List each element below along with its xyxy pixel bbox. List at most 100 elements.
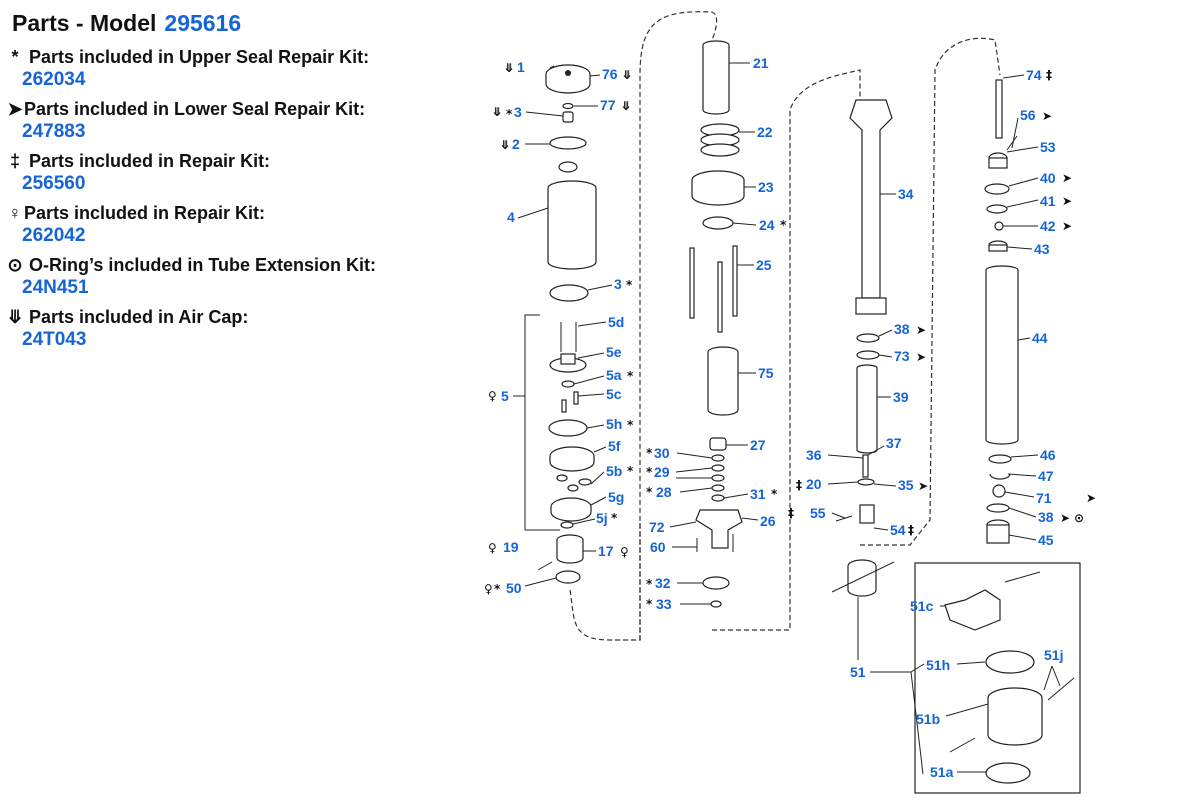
oring-73-part xyxy=(856,350,880,360)
svg-text:➤: ➤ xyxy=(1060,511,1070,525)
callout-label: 51 xyxy=(850,664,866,680)
svg-text:♀: ♀ xyxy=(488,389,497,403)
arrowhead-icon: ➤ xyxy=(7,99,23,119)
callout-label: 50 xyxy=(506,580,522,596)
callout-label: 3 xyxy=(514,104,522,120)
valve-part xyxy=(562,111,574,123)
callout-label: 56 xyxy=(1020,107,1036,123)
callout-label: 17 xyxy=(598,543,614,559)
oring-2-part xyxy=(549,136,587,150)
rod-36-part xyxy=(862,454,869,478)
rod-end-54-part xyxy=(859,504,875,524)
callout-label: 46 xyxy=(1040,447,1056,463)
callout-label: 28 xyxy=(656,484,672,500)
sleeve-75-part xyxy=(707,346,739,416)
pins-5c-part xyxy=(561,391,579,413)
svg-text:*: * xyxy=(627,464,634,478)
callout-label: 60 xyxy=(650,539,666,555)
female-symbol-icon: ♀ xyxy=(8,203,22,223)
plate-5g-part xyxy=(550,497,592,522)
double-dagger-icon: ‡ xyxy=(9,151,20,171)
seal-51h-part xyxy=(985,650,1035,674)
cylinder-4-part xyxy=(547,180,597,270)
svg-text:*: * xyxy=(611,511,618,525)
pin-19-part xyxy=(537,561,553,571)
svg-text:*: * xyxy=(627,369,634,383)
callout-label: 40 xyxy=(1040,170,1056,186)
svg-text:*: * xyxy=(626,278,633,292)
svg-text:*: * xyxy=(646,597,653,611)
svg-text:➤: ➤ xyxy=(916,323,926,337)
svg-text:➤: ➤ xyxy=(1062,219,1072,233)
clip-47-part xyxy=(989,473,1011,480)
washer-33-part xyxy=(710,600,722,608)
kit-number: 24T043 xyxy=(22,329,87,350)
kit-number: 262042 xyxy=(22,225,86,246)
small-oring-part xyxy=(562,102,574,110)
callout-label: 27 xyxy=(750,437,766,453)
callout-label: 4 xyxy=(507,209,515,225)
svg-text:⤋: ⤋ xyxy=(500,138,510,152)
callout-label: 51j xyxy=(1044,647,1063,663)
callout-label: 5c xyxy=(606,386,622,402)
double-down-arrow-icon: ⤋ xyxy=(7,307,23,327)
svg-text:*: * xyxy=(646,485,653,499)
svg-text:*: * xyxy=(646,465,653,479)
callout-label: 74 xyxy=(1026,67,1042,83)
sleeve-21-part xyxy=(702,40,730,115)
circled-dot-icon: ⊙ xyxy=(7,255,23,275)
callout-label: 5e xyxy=(606,344,622,360)
kit-number: 247883 xyxy=(22,121,86,142)
callout-label: 5b xyxy=(606,463,622,479)
oring-3-part xyxy=(549,284,589,302)
kit-number: 256560 xyxy=(22,173,86,194)
clamp-51c-part xyxy=(944,571,1041,631)
callout-label: 22 xyxy=(757,124,773,140)
callout-label: 33 xyxy=(656,596,672,612)
clip-part xyxy=(558,161,578,173)
callout-label: 30 xyxy=(654,445,670,461)
callout-label: 44 xyxy=(1032,330,1048,346)
svg-text:*: * xyxy=(771,487,778,501)
callout-label: 38 xyxy=(894,321,910,337)
svg-text:➤: ➤ xyxy=(1042,109,1052,123)
callout-label: 5h xyxy=(606,416,622,432)
housing-45-part xyxy=(986,519,1010,544)
callout-label: 51b xyxy=(916,711,940,727)
seal-40-part xyxy=(984,183,1010,195)
svg-text:*: * xyxy=(646,577,653,591)
rod-74-part xyxy=(995,79,1003,139)
svg-text:*: * xyxy=(506,107,513,121)
air-cap-part xyxy=(545,64,591,94)
svg-text:⤋: ⤋ xyxy=(504,61,514,75)
seal-stack-part xyxy=(711,454,725,502)
model-number: 295616 xyxy=(164,10,242,36)
washers-5b-part xyxy=(556,474,592,492)
detail-inset-box xyxy=(914,562,1081,794)
callout-label: 2 xyxy=(512,136,520,152)
callout-label: 5g xyxy=(608,489,624,505)
callout-label: 19 xyxy=(503,539,519,555)
svg-text:➤: ➤ xyxy=(918,479,928,493)
callout-label: 51c xyxy=(910,598,934,614)
assembly-connector-3 xyxy=(860,37,1001,546)
oring-46-part xyxy=(988,454,1012,464)
callout-label: 51a xyxy=(930,764,954,780)
callout-label: 21 xyxy=(753,55,769,71)
svg-text:‡: ‡ xyxy=(788,506,794,520)
tube-39-part xyxy=(856,364,878,454)
oring-32-part xyxy=(702,576,730,590)
callout-label: 35 xyxy=(898,477,914,493)
svg-text:*: * xyxy=(494,582,501,596)
cylinder-44-part xyxy=(985,265,1019,445)
callout-label: 5f xyxy=(608,438,621,454)
spring-22-part xyxy=(700,123,740,157)
callout-label: 38 xyxy=(1038,509,1054,525)
callout-label: 72 xyxy=(649,519,665,535)
callout-label: 37 xyxy=(886,435,902,451)
oring-5a-part xyxy=(561,380,575,388)
callout-label: 76 xyxy=(602,66,618,82)
callout-label: 25 xyxy=(756,257,772,273)
